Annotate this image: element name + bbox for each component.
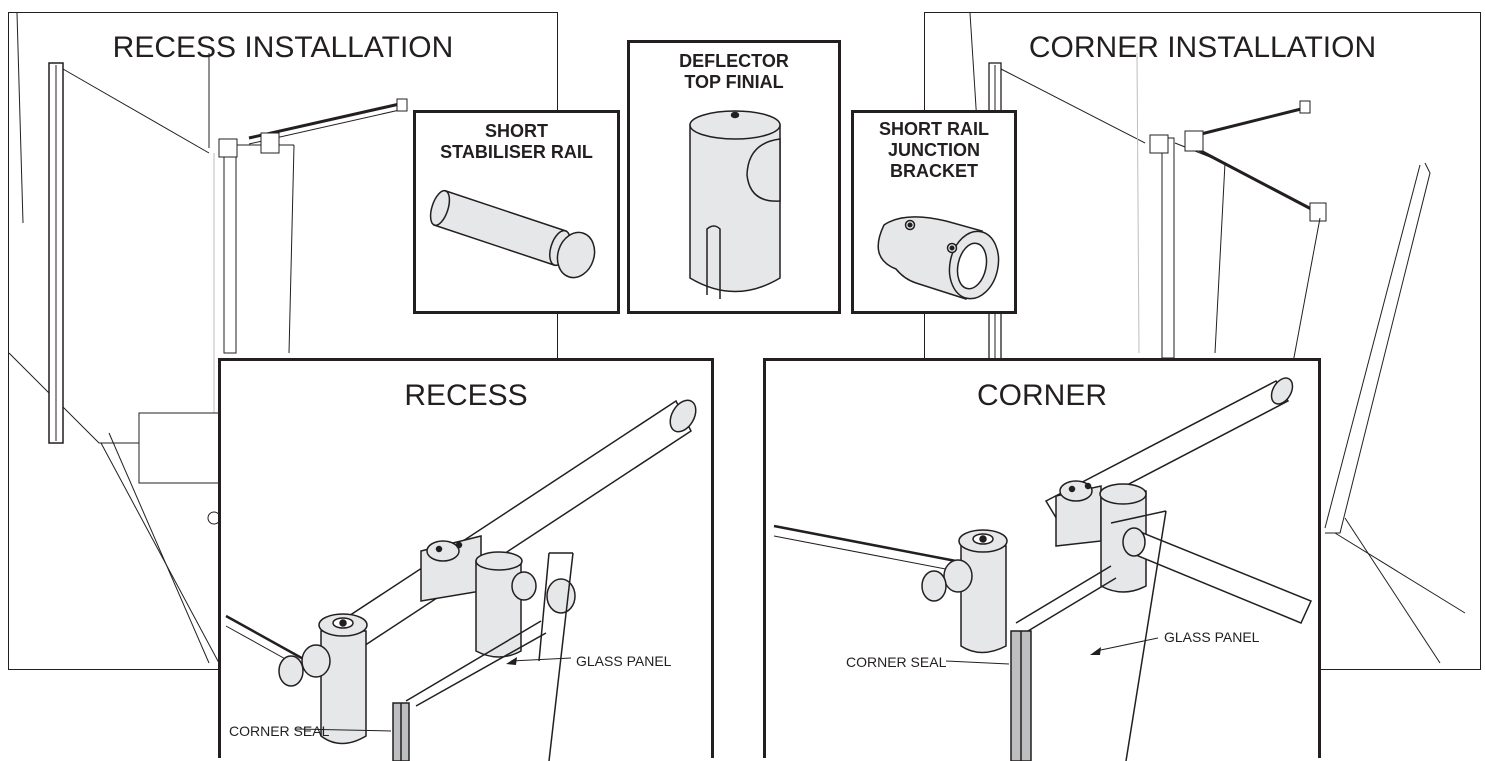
recess-installation-title: RECESS INSTALLATION xyxy=(112,31,454,64)
corner-detail-panel: CORNER GLASS PANEL CORNER SEAL xyxy=(763,358,1321,761)
short-stabiliser-rail-title-line: STABILISER RAIL xyxy=(440,142,593,162)
deflector-top-finial-drawing xyxy=(689,110,781,299)
short-stabiliser-rail-title-line: SHORT xyxy=(485,121,548,141)
deflector-top-finial-panel: DEFLECTOR TOP FINIAL xyxy=(627,40,841,314)
short-rail-junction-bracket-drawing xyxy=(877,216,1000,300)
short-rail-junction-bracket-title-line: JUNCTION xyxy=(887,140,980,160)
short-rail-junction-bracket-title-line: BRACKET xyxy=(890,161,978,181)
recess-glass-panel-label: GLASS PANEL xyxy=(576,653,672,669)
corner-corner-seal-label: CORNER SEAL xyxy=(846,654,947,670)
short-stabiliser-rail-title: SHORT STABILISER RAIL xyxy=(416,121,617,163)
short-stabiliser-rail-panel: SHORT STABILISER RAIL xyxy=(413,110,620,314)
corner-glass-panel-label: GLASS PANEL xyxy=(1164,629,1260,645)
short-rail-junction-bracket-title: SHORT RAIL JUNCTION BRACKET xyxy=(854,119,1014,182)
short-rail-junction-bracket-panel: SHORT RAIL JUNCTION BRACKET xyxy=(851,110,1017,314)
corner-detail-drawing xyxy=(773,377,1313,761)
recess-detail-panel: RECESS GLASS PANEL CORNER SEAL xyxy=(218,358,714,761)
deflector-top-finial-title: DEFLECTOR TOP FINIAL xyxy=(630,51,838,93)
recess-detail-title: RECESS xyxy=(404,379,528,412)
deflector-top-finial-title-line: DEFLECTOR xyxy=(679,51,789,71)
deflector-top-finial-title-line: TOP FINIAL xyxy=(684,72,784,92)
corner-detail-title: CORNER xyxy=(976,379,1107,412)
short-rail-junction-bracket-title-line: SHORT RAIL xyxy=(879,119,989,139)
short-stabiliser-rail-drawing xyxy=(429,189,596,279)
recess-corner-seal-label: CORNER SEAL xyxy=(229,723,330,739)
corner-installation-title: CORNER INSTALLATION xyxy=(1028,31,1377,64)
recess-detail-drawing xyxy=(225,399,697,761)
